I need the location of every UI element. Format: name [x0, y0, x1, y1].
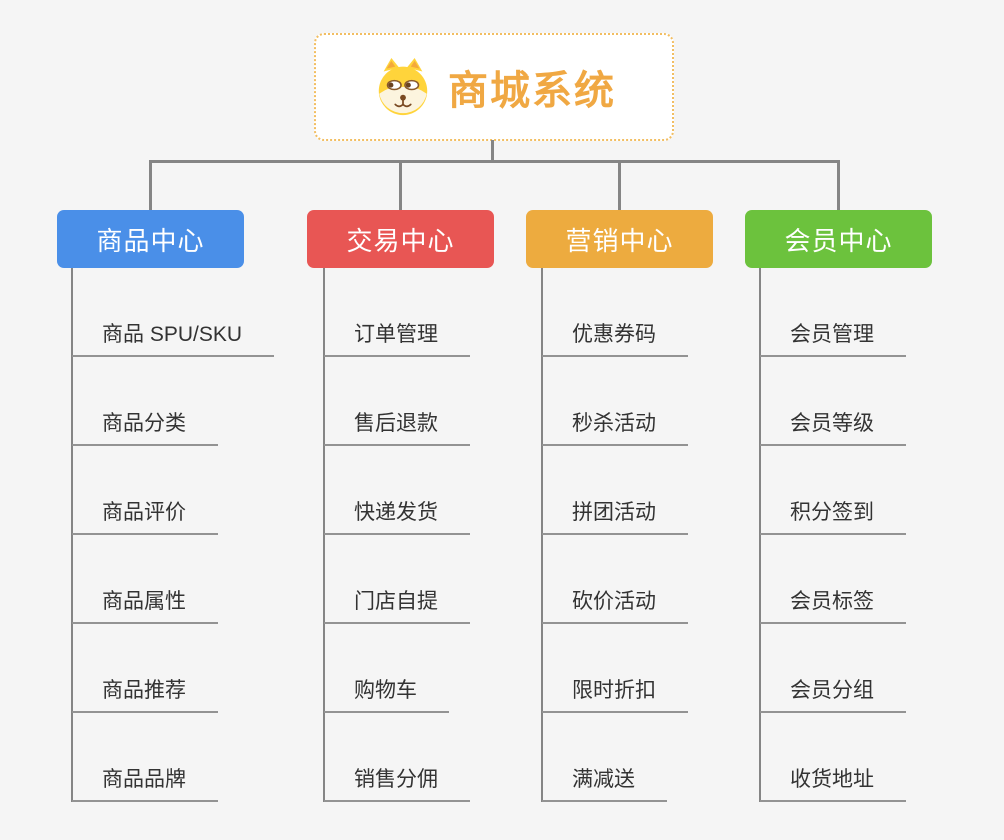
child-topic[interactable]: 会员等级 [760, 404, 906, 446]
branch-drop-line [399, 160, 402, 210]
branch-topic[interactable]: 会员中心 [745, 210, 932, 268]
child-topic[interactable]: 限时折扣 [542, 671, 688, 713]
child-topic[interactable]: 收货地址 [760, 760, 906, 802]
root-trunk-line [491, 140, 494, 163]
child-topic[interactable]: 商品属性 [72, 582, 218, 624]
child-topic[interactable]: 门店自提 [324, 582, 470, 624]
child-topic[interactable]: 拼团活动 [542, 493, 688, 535]
column-trunk-line [323, 268, 325, 802]
child-topic[interactable]: 购物车 [324, 671, 449, 713]
branch-drop-line [837, 160, 840, 210]
child-topic[interactable]: 售后退款 [324, 404, 470, 446]
child-topic[interactable]: 满减送 [542, 760, 667, 802]
column-trunk-line [541, 268, 543, 802]
root-topic[interactable]: 商城系统 [314, 33, 674, 141]
child-topic[interactable]: 商品推荐 [72, 671, 218, 713]
child-topic[interactable]: 快递发货 [324, 493, 470, 535]
branch-topic[interactable]: 商品中心 [57, 210, 244, 268]
child-topic[interactable]: 订单管理 [324, 315, 470, 357]
child-topic[interactable]: 商品分类 [72, 404, 218, 446]
child-topic[interactable]: 商品评价 [72, 493, 218, 535]
child-topic[interactable]: 秒杀活动 [542, 404, 688, 446]
column-trunk-line [71, 268, 73, 802]
root-topic-label: 商城系统 [448, 69, 616, 113]
branch-drop-line [149, 160, 152, 210]
dog-icon [378, 57, 428, 116]
child-topic[interactable]: 商品品牌 [72, 760, 218, 802]
branch-bus-line [149, 160, 840, 163]
branch-drop-line [618, 160, 621, 210]
child-topic[interactable]: 积分签到 [760, 493, 906, 535]
child-topic[interactable]: 会员分组 [760, 671, 906, 713]
child-topic[interactable]: 会员管理 [760, 315, 906, 357]
child-topic[interactable]: 商品 SPU/SKU [72, 315, 275, 357]
branch-topic[interactable]: 营销中心 [526, 210, 713, 268]
child-topic[interactable]: 砍价活动 [542, 582, 688, 624]
child-topic[interactable]: 会员标签 [760, 582, 906, 624]
child-topic[interactable]: 优惠券码 [542, 315, 688, 357]
branch-topic[interactable]: 交易中心 [307, 210, 494, 268]
column-trunk-line [759, 268, 761, 802]
child-topic[interactable]: 销售分佣 [324, 760, 470, 802]
